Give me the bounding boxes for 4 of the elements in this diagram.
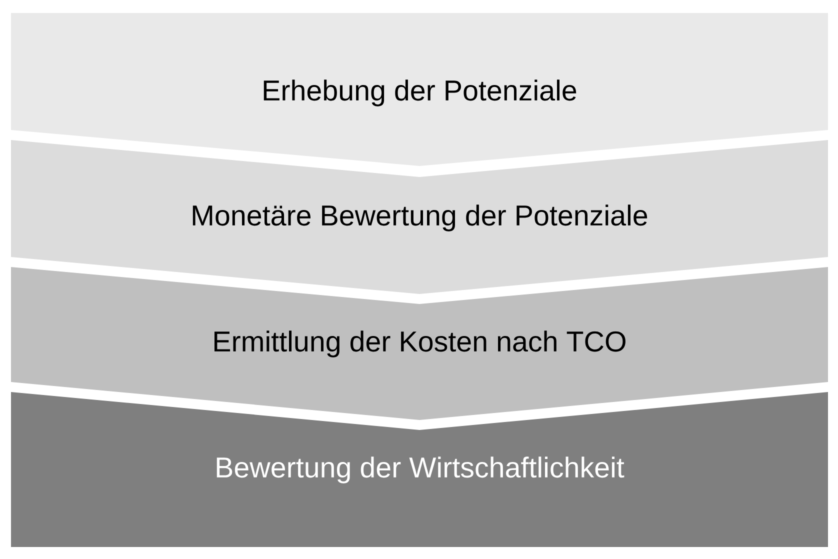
base-band: Bewertung der Wirtschaftlichkeit (11, 392, 828, 547)
chevron-band: Monetäre Bewertung der Potenziale (11, 140, 828, 294)
chevron-band: Ermittlung der Kosten nach TCO (11, 266, 828, 420)
chevron-band: Erhebung der Potenziale (11, 13, 828, 166)
